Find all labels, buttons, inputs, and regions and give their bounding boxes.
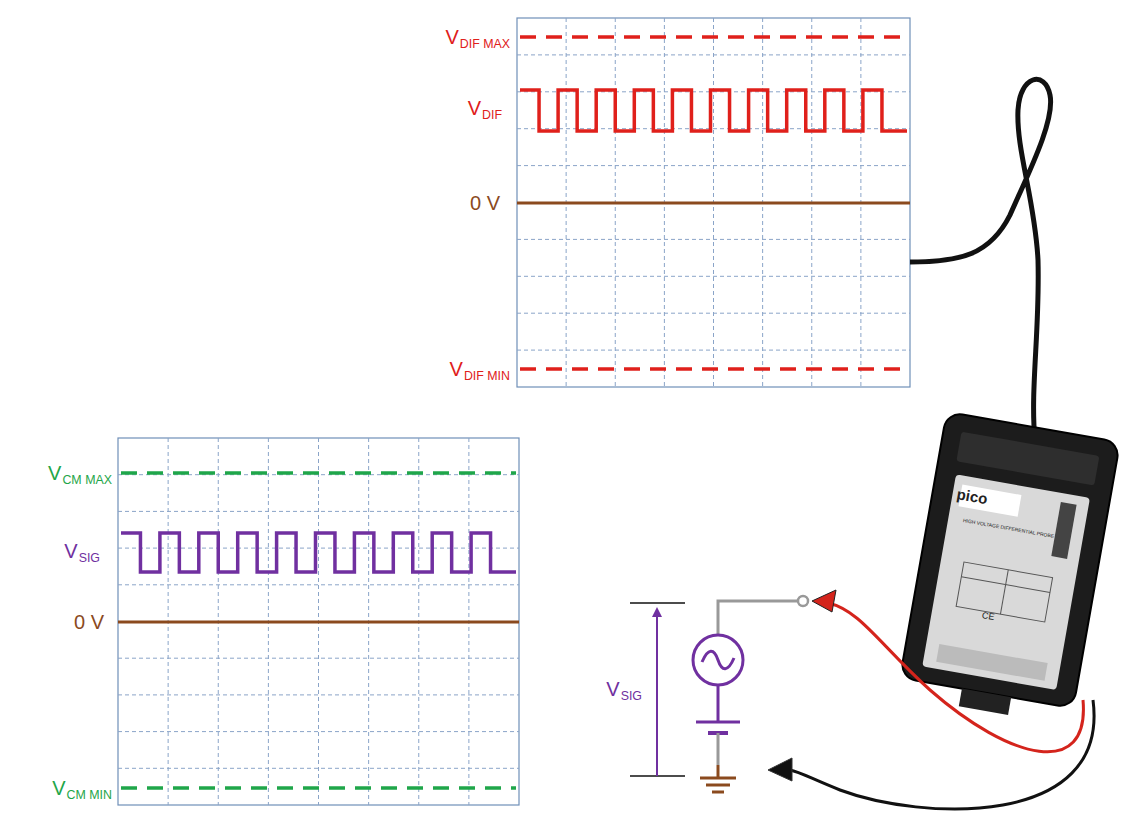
black-probe-tip (768, 758, 792, 781)
black-lead (790, 700, 1094, 809)
scope-screen (517, 18, 910, 387)
probe-body (897, 412, 1120, 726)
probe-marking: CE (981, 611, 995, 622)
signal-label: VDIF (468, 98, 502, 118)
signal-label: VDIF MAX (445, 27, 510, 47)
signal-circuit (630, 596, 808, 792)
level-label: 0 V (74, 612, 104, 632)
signal-label: VDIF MIN (450, 359, 510, 379)
probe-marking: pico (956, 486, 989, 506)
red-probe-tip (812, 590, 836, 612)
square-wave (520, 90, 907, 131)
probe-cable (910, 79, 1051, 440)
signal-label: VCM MIN (52, 778, 112, 798)
scope-screen (118, 438, 519, 805)
square-wave (121, 533, 516, 572)
signal-label: VSIG (606, 679, 642, 699)
signal-label: VSIG (64, 541, 100, 561)
signal-label: VCM MAX (48, 463, 112, 483)
red-lead (828, 603, 1083, 752)
level-label: 0 V (470, 193, 500, 213)
